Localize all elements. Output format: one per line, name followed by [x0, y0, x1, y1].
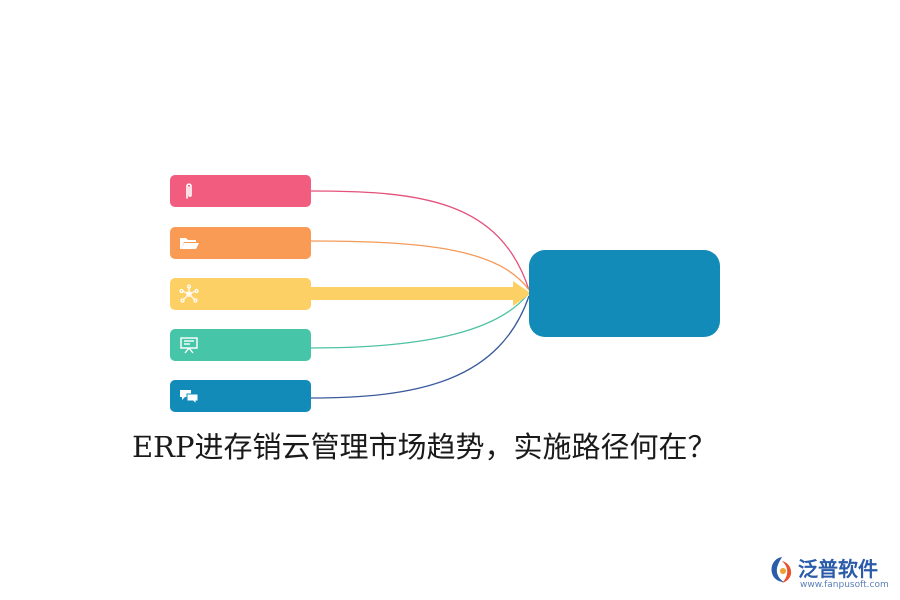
paperclip-icon	[186, 183, 192, 199]
connector-1	[310, 190, 530, 291]
node-4	[170, 329, 311, 361]
chat-icon	[180, 390, 199, 406]
node-2	[170, 227, 311, 259]
connector-3-bar	[311, 287, 516, 300]
network-icon	[179, 284, 199, 303]
diagram-title: ERP进存销云管理市场趋势，实施路径何在？	[132, 430, 717, 464]
connector-2	[310, 240, 530, 291]
folder-icon	[180, 238, 199, 249]
node-3	[170, 278, 311, 310]
brand-logo: 泛普软件 www.fanpusoft.com	[768, 553, 894, 597]
node-1	[170, 175, 311, 207]
hub-node	[529, 250, 720, 337]
logo-url: www.fanpusoft.com	[800, 580, 889, 590]
connector-4	[310, 292, 530, 349]
node-5	[170, 380, 311, 412]
logo-name: 泛普软件	[798, 557, 878, 581]
fanpu-logo-icon	[771, 557, 792, 583]
connector-5	[310, 295, 530, 399]
connector-3-arrowhead	[513, 281, 531, 306]
presentation-icon	[180, 337, 198, 354]
